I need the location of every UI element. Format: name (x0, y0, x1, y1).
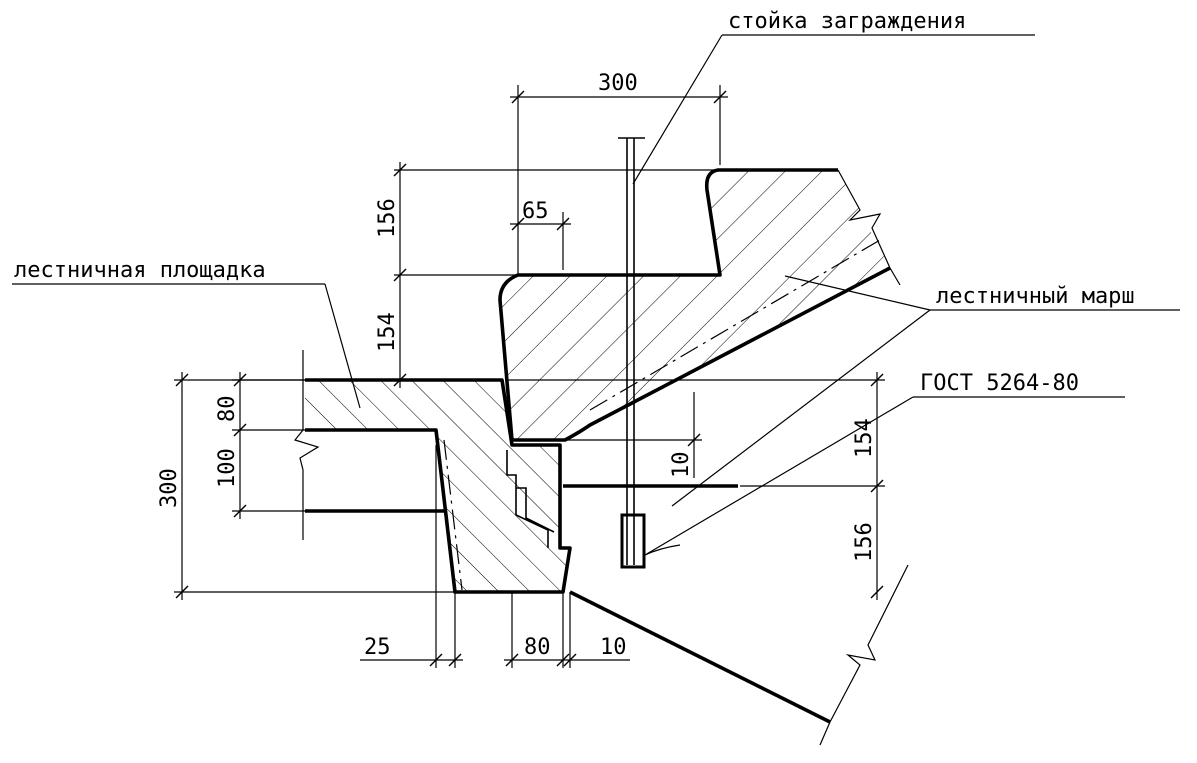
dim-10-vertical: 10 (669, 452, 694, 479)
dim-65: 65 (522, 199, 549, 224)
dim-25-bottom: 25 (364, 635, 391, 660)
label-landing: лестничная площадка (14, 258, 266, 283)
label-gost: ГОСТ 5264-80 (920, 371, 1079, 396)
dim-10-bottom: 10 (600, 635, 627, 660)
leaders (12, 34, 1180, 556)
dim-80-bottom: 80 (524, 635, 551, 660)
label-post: стойка заграждения (728, 9, 966, 34)
dim-80-left: 80 (215, 396, 240, 423)
dim-300-left: 300 (157, 468, 182, 508)
landing-slab (305, 378, 572, 594)
labels: стойка заграждения лестничная площадка л… (14, 9, 1135, 660)
label-flight: лестничный марш (936, 284, 1135, 309)
stair-flight-lower (563, 484, 909, 746)
dim-top-300: 300 (598, 71, 638, 96)
dimension-lines (174, 85, 885, 668)
dim-154-right: 154 (852, 418, 877, 458)
dim-154-left: 154 (375, 312, 400, 352)
stair-flight-upper (498, 168, 901, 442)
dim-100-left: 100 (215, 448, 240, 488)
dim-156-left: 156 (375, 198, 400, 238)
railing-post (618, 137, 646, 569)
dim-156-right: 156 (852, 522, 877, 562)
